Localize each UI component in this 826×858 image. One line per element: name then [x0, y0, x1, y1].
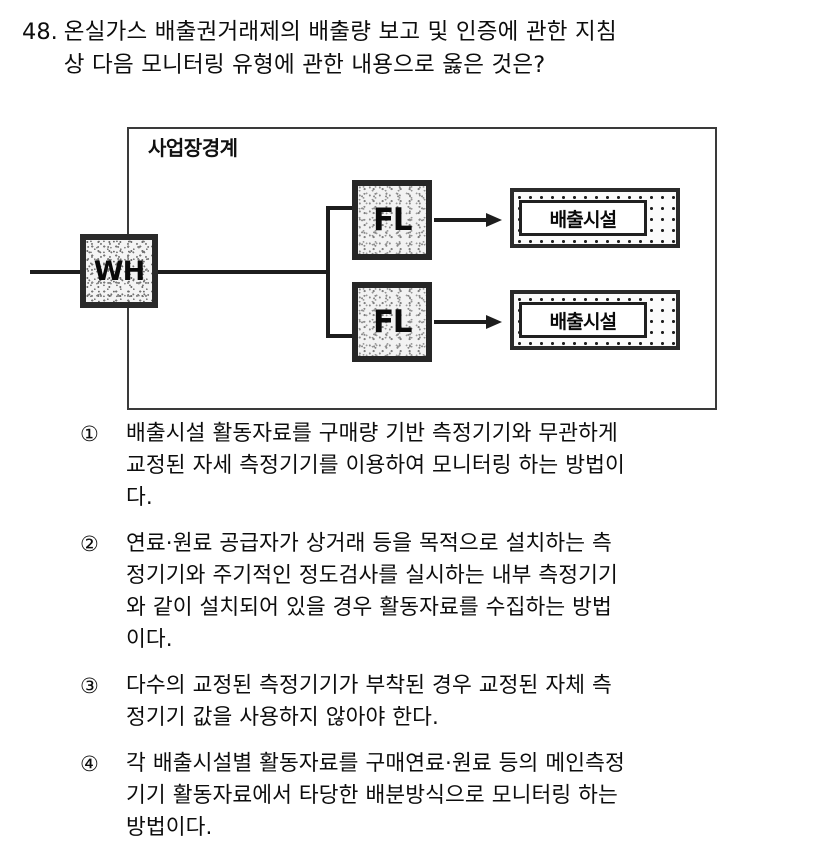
split-vertical-line	[326, 206, 330, 338]
input-feed-line	[30, 270, 84, 274]
boundary-label: 사업장경계	[148, 136, 238, 160]
option-2-line-1: 연료·원료 공급자가 상거래 등을 목적으로 설치하는 측	[126, 531, 612, 556]
question-block: 48. 온실가스 배출권거래제의 배출량 보고 및 인증에 관한 지침 상 다음…	[22, 16, 812, 82]
option-3-text: 다수의 교정된 측정기기가 부착된 경우 교정된 자체 측 정기기 값을 사용하…	[116, 670, 826, 734]
arrow-head	[486, 213, 502, 227]
option-3-marker: ③	[80, 674, 99, 698]
option-2-line-4: 이다.	[126, 627, 173, 652]
option-4-line-2: 기기 활동자료에서 타당한 배분방식으로 모니터링 하는	[126, 783, 618, 808]
option-1[interactable]: ① 배출시설 활동자료를 구매량 기반 측정기기와 무관하게 교정된 자세 측정…	[0, 418, 826, 514]
option-3-line-2: 정기기 값을 사용하지 않아야 한다.	[126, 705, 439, 730]
option-3[interactable]: ③ 다수의 교정된 측정기기가 부착된 경우 교정된 자체 측 정기기 값을 사…	[0, 670, 826, 734]
emission-facility-box-top: 배출시설	[510, 188, 680, 248]
fl-meter-node-bottom: FL	[352, 282, 432, 362]
option-4-line-1: 각 배출시설별 활동자료를 구매연료·원료 등의 메인측정	[126, 751, 625, 776]
emission-facility-box-bottom: 배출시설	[510, 290, 680, 350]
emission-facility-label-bottom: 배출시설	[549, 310, 618, 333]
answer-options: ① 배출시설 활동자료를 구매량 기반 측정기기와 무관하게 교정된 자세 측정…	[0, 418, 826, 858]
wh-label: WH	[93, 255, 145, 287]
split-to-fl-top-line	[326, 206, 356, 210]
emission-facility-inner-top: 배출시설	[519, 200, 647, 236]
arrow-shaft	[434, 320, 490, 324]
business-site-boundary-box	[127, 127, 717, 410]
fl-top-label: FL	[373, 202, 412, 238]
wh-meter-node: WH	[80, 234, 158, 308]
fl-meter-node-top: FL	[352, 180, 432, 260]
emission-facility-label-top: 배출시설	[549, 208, 618, 231]
option-1-line-2: 교정된 자세 측정기기를 이용하여 모니터링 하는 방법이	[126, 453, 625, 478]
fl-bottom-label: FL	[373, 304, 412, 340]
option-1-line-1: 배출시설 활동자료를 구매량 기반 측정기기와 무관하게	[126, 421, 618, 446]
monitoring-type-diagram: 사업장경계 WH FL FL 배출시설 배출시설	[0, 110, 826, 415]
option-4-text: 각 배출시설별 활동자료를 구매연료·원료 등의 메인측정 기기 활동자료에서 …	[116, 748, 826, 844]
option-4[interactable]: ④ 각 배출시설별 활동자료를 구매연료·원료 등의 메인측정 기기 활동자료에…	[0, 748, 826, 844]
option-1-line-3: 다.	[126, 485, 153, 510]
arrow-icon-fl-bottom-to-facility	[434, 315, 506, 329]
option-4-line-3: 방법이다.	[126, 815, 213, 840]
option-1-marker: ①	[80, 422, 99, 446]
option-2-line-3: 와 같이 설치되어 있을 경우 활동자료를 수집하는 방법	[126, 595, 612, 620]
option-2-marker: ②	[80, 532, 99, 556]
option-2[interactable]: ② 연료·원료 공급자가 상거래 등을 목적으로 설치하는 측 정기기와 주기적…	[0, 528, 826, 656]
question-line-2: 상 다음 모니터링 유형에 관한 내용으로 옳은 것은?	[63, 52, 546, 78]
split-to-fl-bottom-line	[326, 334, 356, 338]
option-2-text: 연료·원료 공급자가 상거래 등을 목적으로 설치하는 측 정기기와 주기적인 …	[116, 528, 826, 656]
option-3-line-1: 다수의 교정된 측정기기가 부착된 경우 교정된 자체 측	[126, 673, 612, 698]
arrow-icon-fl-top-to-facility	[434, 213, 506, 227]
arrow-shaft	[434, 218, 490, 222]
arrow-head	[486, 315, 502, 329]
question-number: 48.	[22, 19, 58, 45]
option-1-text: 배출시설 활동자료를 구매량 기반 측정기기와 무관하게 교정된 자세 측정기기…	[116, 418, 826, 514]
option-2-line-2: 정기기와 주기적인 정도검사를 실시하는 내부 측정기기	[126, 563, 618, 588]
question-text: 온실가스 배출권거래제의 배출량 보고 및 인증에 관한 지침 상 다음 모니터…	[64, 16, 812, 82]
wh-to-split-line	[158, 270, 330, 274]
option-4-marker: ④	[80, 752, 99, 776]
question-line-1: 온실가스 배출권거래제의 배출량 보고 및 인증에 관한 지침	[63, 19, 617, 45]
emission-facility-inner-bottom: 배출시설	[519, 302, 647, 338]
